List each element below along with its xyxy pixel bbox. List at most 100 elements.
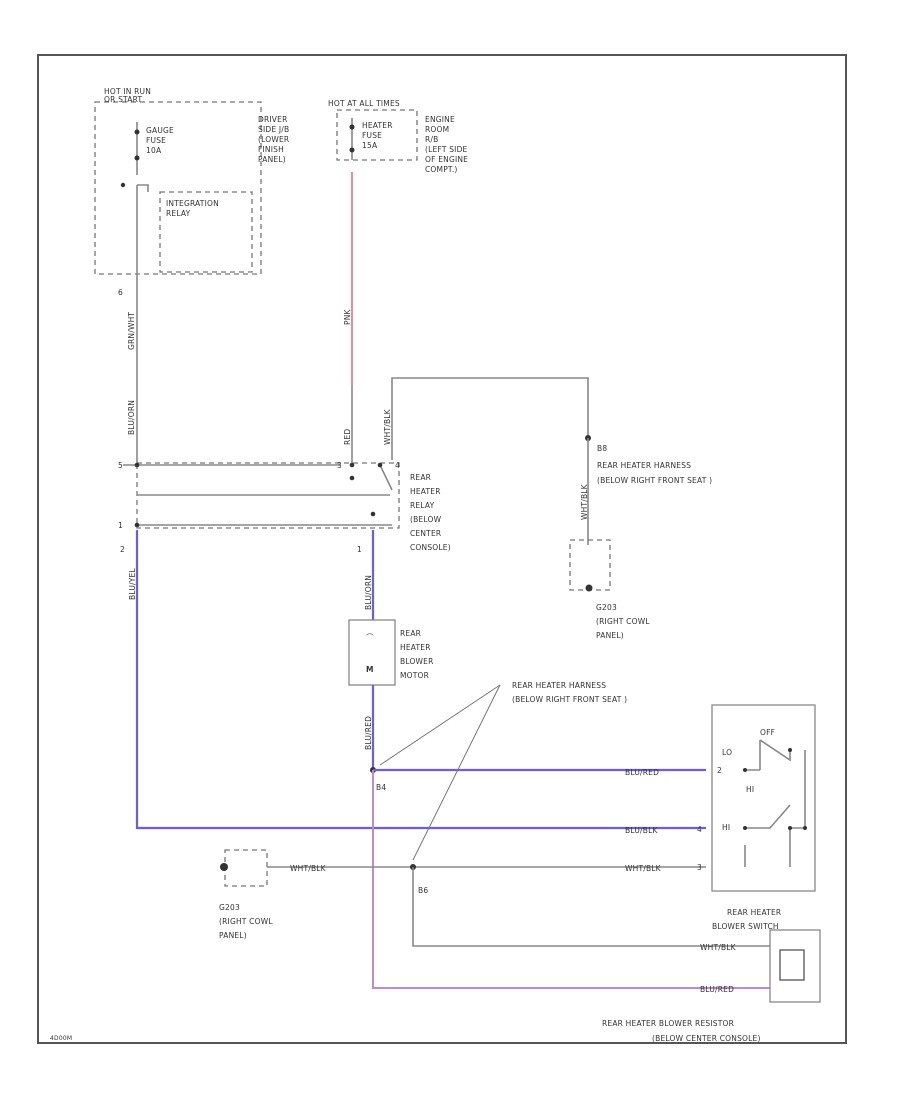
engine-room-relay-block: HOT AT ALL TIMES HEATER FUSE 15A ENGINE … [328,99,468,174]
g203-bottom-label-3: PANEL) [219,931,247,940]
driver-jb-label-2: SIDE J/B [258,125,289,134]
hot-run-label: HOT IN RUN [104,87,151,96]
gauge-fuse-label: GAUGE [146,126,174,135]
driver-jb-label-1: DRIVER [258,115,287,124]
switch-pos-hi-2: HI [722,823,730,832]
engine-room-label-5: OF ENGINE [425,155,468,164]
g203-top-label-3: PANEL) [596,631,624,640]
motor-label-3: BLOWER [400,657,434,666]
pin-4: 4 [395,461,400,470]
driver-jb-label-3: (LOWER [258,135,289,144]
wire-label-resistor-lower: BLU/RED [700,985,734,994]
driver-side-junction-block: HOT IN RUN OR START GAUGE FUSE 10A DRIVE… [94,87,289,280]
wire-label-relay-to-motor: BLU/ORN [364,575,373,610]
wire-label-gauge-out: GRN/WHT [127,312,136,350]
heater-fuse-label: HEATER [362,121,393,130]
relay-switch-contact [379,464,393,491]
wire-b4-to-resistor [372,770,770,989]
switch-pin-gnd: 3 [697,863,702,872]
rear-heater-blower-motor: ⌒ M REAR HEATER BLOWER MOTOR [348,619,434,686]
b6-label: B6 [418,886,428,895]
engine-room-label-6: COMPT.) [425,165,458,174]
rear-heater-blower-resistor: REAR HEATER BLOWER RESISTOR (BELOW CENTE… [602,929,821,1043]
switch-pos-hi: HI [746,785,754,794]
b4-label: B4 [376,783,386,792]
hot-all-times-label: HOT AT ALL TIMES [328,99,400,108]
wire-label-ground-right: WHT/BLK [625,864,662,873]
wire-label-b8-ground: WHT/BLK [580,483,589,520]
pin-1: 1 [118,521,123,530]
wire-label-ground: WHT/BLK [290,864,327,873]
heater-fuse-label-2: FUSE [362,131,382,140]
fuse-terminal [134,155,140,161]
harness-mid-label-2: (BELOW RIGHT FRONT SEAT ) [512,695,627,704]
g203-bottom-label-2: (RIGHT COWL [219,917,273,926]
switch-label-2: BLOWER SWITCH [712,922,779,931]
wire-blue-left [135,530,706,830]
gauge-fuse-rating: 10A [146,146,162,155]
engine-room-label-3: R/B [425,135,438,144]
wire-label-motor-out: BLU/RED [364,716,373,750]
harness-top-label-2: (BELOW RIGHT FRONT SEAT ) [597,476,712,485]
harness-mid-label: REAR HEATER HARNESS [512,681,606,690]
rear-heater-blower-switch: OFF LO HI HI 2 4 3 REAR HEATER BLOWER SW… [697,704,816,931]
wire-label-red: RED [343,429,352,445]
switch-pos-lo: LO [722,748,732,757]
wire-label-left-blue: BLU/YEL [128,568,137,600]
fuse-terminal [349,124,355,130]
b8-label: B8 [597,444,607,453]
motor-label-1: REAR [400,629,421,638]
driver-jb-label-5: PANEL) [258,155,286,164]
ground-g203-lower: G203 (RIGHT COWL PANEL) [219,849,273,940]
pin-1b: 1 [357,545,362,554]
engine-room-label-4: (LEFT SIDE [425,145,468,154]
g203-top-label: G203 [596,603,617,612]
relay-label-2: HEATER [410,487,441,496]
relay-label-1: REAR [410,473,431,482]
hot-run-label-2: OR START [104,95,142,104]
resistor-label-1: REAR HEATER BLOWER RESISTOR [602,1019,734,1028]
motor-label-2: HEATER [400,643,431,652]
switch-pos-off: OFF [760,728,775,737]
motor-label-4: MOTOR [400,671,429,680]
relay-label-5: CENTER [410,529,441,538]
relay-label-3: RELAY [410,501,435,510]
rear-heater-relay: 5 3 4 1 2 1 REAR HEATER RELAY (BELOW CEN… [118,461,451,554]
integration-relay-label: INTEGRATION [166,199,219,208]
wire-label-relay-right: WHT/BLK [383,408,392,445]
pin-5: 5 [118,461,123,470]
pin-2: 2 [120,545,125,554]
wire-label-relay-in-left: BLU/ORN [127,400,136,435]
driver-jb-label-4: FINISH [258,145,284,154]
pin-3: 3 [337,461,342,470]
wire-label-resistor-upper: WHT/BLK [700,943,737,952]
relay-label-6: CONSOLE) [410,543,451,552]
engine-room-label-1: ENGINE [425,115,455,124]
engine-room-label-2: ROOM [425,125,449,134]
fuse-terminal [349,147,355,153]
wire-label-switch-lo: BLU/RED [625,768,659,777]
wire-relay-to-b8 [391,377,589,460]
diagram-code: 4D00M [50,1035,72,1042]
motor-winding-symbol: ⌒ [366,633,374,642]
switch-pin-lo: 2 [717,766,722,775]
wire-label-switch-hi: BLU/BLK [625,826,658,835]
resistor-label-2: (BELOW CENTER CONSOLE) [652,1034,761,1043]
heater-fuse-rating: 15A [362,141,378,150]
harness-leader-lines [379,684,501,861]
relay-label-4: (BELOW [410,515,442,524]
motor-symbol: M [366,665,374,674]
harness-top-label: REAR HEATER HARNESS [597,461,691,470]
switch-pin-hi: 4 [697,825,702,834]
switch-label-1: REAR HEATER [727,908,781,917]
wire-label-pnk: PNK [343,308,352,325]
integration-relay-label-2: RELAY [166,209,191,218]
g203-bottom-label: G203 [219,903,240,912]
jb-terminal [120,182,126,188]
pin-6: 6 [118,288,123,297]
g203-top-label-2: (RIGHT COWL [596,617,650,626]
gauge-fuse-label-2: FUSE [146,136,166,145]
diagram-frame [37,54,847,1044]
relay-internal-lines [123,464,392,526]
